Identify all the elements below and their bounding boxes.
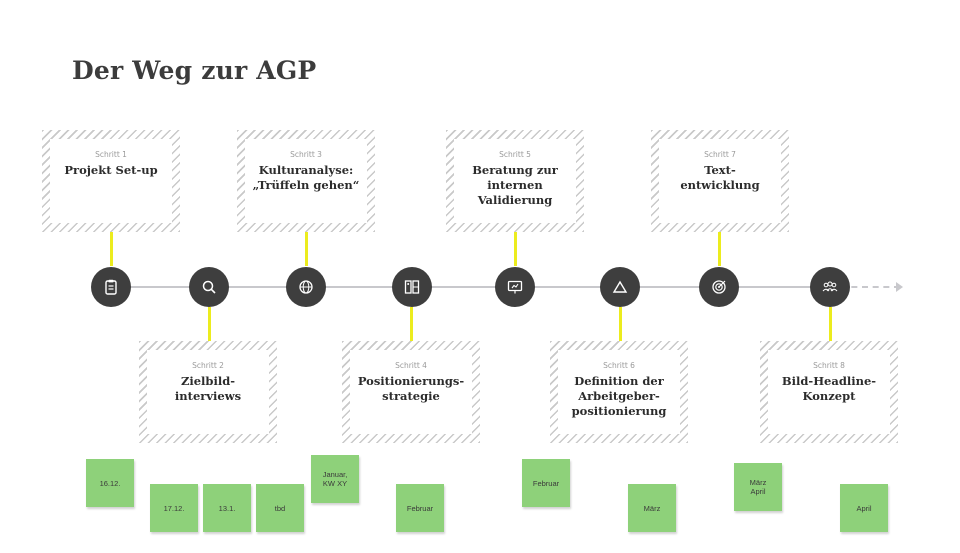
step-number: Schritt 1 — [95, 150, 127, 159]
step-label: Text- entwicklung — [680, 163, 760, 192]
step-box-1: Schritt 1 Projekt Set-up — [42, 130, 180, 232]
target-icon — [699, 267, 739, 307]
step-label: Kulturanalyse: „Trüffeln gehen“ — [252, 163, 360, 192]
sticky-note: März — [628, 484, 676, 532]
connector-4 — [410, 307, 413, 341]
strategy-icon — [392, 267, 432, 307]
step-label: Definition der Arbeitgeber- positionieru… — [571, 374, 667, 418]
step-label: Positionierungs- strategie — [357, 374, 465, 403]
globe-icon — [286, 267, 326, 307]
step-number: Schritt 5 — [499, 150, 531, 159]
connector-3 — [305, 232, 308, 266]
search-icon — [189, 267, 229, 307]
triangle-icon — [600, 267, 640, 307]
sticky-note: März April — [734, 463, 782, 511]
step-box-8: Schritt 8 Bild-Headline- Konzept — [760, 341, 898, 443]
step-number: Schritt 2 — [192, 361, 224, 370]
page-title: Der Weg zur AGP — [72, 56, 317, 85]
arrow-right-icon — [896, 282, 903, 292]
sticky-note: Februar — [522, 459, 570, 507]
connector-6 — [619, 307, 622, 341]
connector-1 — [110, 232, 113, 266]
connector-7 — [718, 232, 721, 266]
sticky-note: Februar — [396, 484, 444, 532]
sticky-note: 16.12. — [86, 459, 134, 507]
timeline-line — [110, 286, 830, 288]
step-box-2: Schritt 2 Zielbild- interviews — [139, 341, 277, 443]
sticky-note: 17.12. — [150, 484, 198, 532]
step-box-4: Schritt 4 Positionierungs- strategie — [342, 341, 480, 443]
timeline-continuation — [830, 286, 900, 288]
step-box-3: Schritt 3 Kulturanalyse: „Trüffeln gehen… — [237, 130, 375, 232]
step-label: Beratung zur internen Validierung — [472, 163, 558, 207]
step-label: Projekt Set-up — [64, 163, 158, 177]
clipboard-icon — [91, 267, 131, 307]
team-icon — [810, 267, 850, 307]
connector-8 — [829, 307, 832, 341]
step-label: Bild-Headline- Konzept — [781, 374, 877, 403]
step-number: Schritt 3 — [290, 150, 322, 159]
step-number: Schritt 8 — [813, 361, 845, 370]
sticky-note: Januar, KW XY — [311, 455, 359, 503]
sticky-note: 13.1. — [203, 484, 251, 532]
step-number: Schritt 7 — [704, 150, 736, 159]
step-box-7: Schritt 7 Text- entwicklung — [651, 130, 789, 232]
step-number: Schritt 6 — [603, 361, 635, 370]
step-box-6: Schritt 6 Definition der Arbeitgeber- po… — [550, 341, 688, 443]
connector-5 — [514, 232, 517, 266]
connector-2 — [208, 307, 211, 341]
sticky-note: April — [840, 484, 888, 532]
sticky-note: tbd — [256, 484, 304, 532]
step-label: Zielbild- interviews — [174, 374, 242, 403]
step-number: Schritt 4 — [395, 361, 427, 370]
presentation-icon — [495, 267, 535, 307]
step-box-5: Schritt 5 Beratung zur internen Validier… — [446, 130, 584, 232]
